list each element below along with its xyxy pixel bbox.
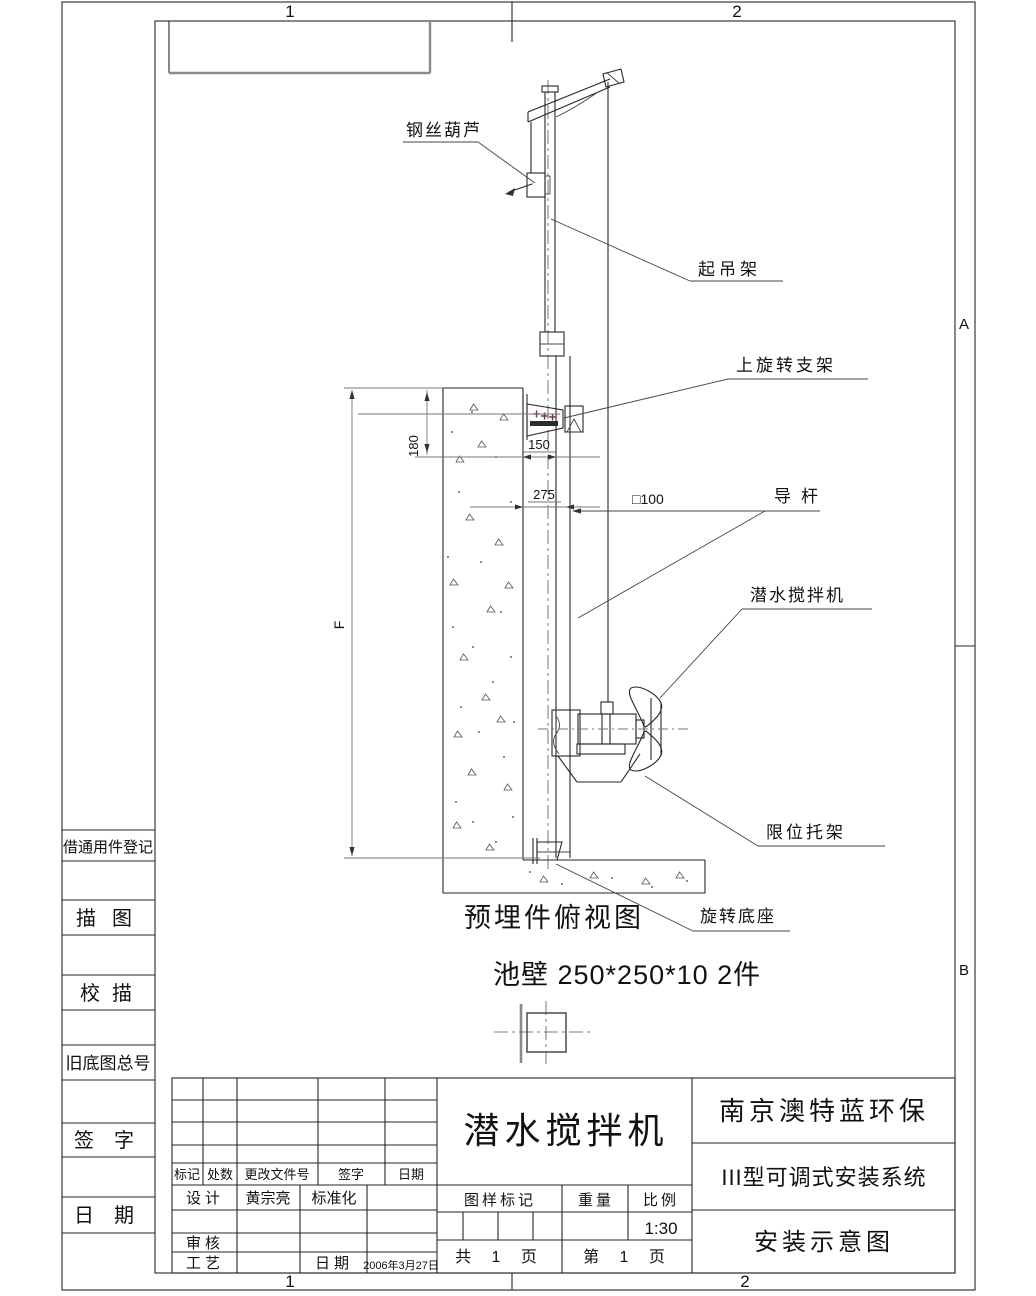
drawing-name: 安装示意图 bbox=[754, 1229, 894, 1256]
guide-rod bbox=[555, 356, 571, 858]
dim-square-100: □100 bbox=[632, 491, 664, 507]
dim-f: F bbox=[331, 621, 347, 630]
label-limit-bracket: 限位托架 bbox=[766, 823, 846, 842]
lifting-frame-mast bbox=[539, 85, 565, 357]
standardization-label: 标准化 bbox=[311, 1190, 356, 1207]
zone-right-a: A bbox=[959, 316, 969, 333]
dim-275: 275 bbox=[533, 487, 555, 502]
limit-support-bracket bbox=[557, 743, 641, 783]
wall-plate-note: 池壁 250*250*10 2件 bbox=[493, 960, 761, 990]
rotating-base bbox=[532, 838, 570, 864]
sidebar-item-borrowed-parts: 借通用件登记 bbox=[63, 839, 153, 856]
system-name: III型可调式安装系统 bbox=[721, 1165, 926, 1190]
zone-top-1: 1 bbox=[285, 2, 294, 21]
scale-value: 1:30 bbox=[644, 1219, 677, 1238]
zone-markers: 1 2 1 2 A B bbox=[285, 2, 969, 1291]
label-rotating-base: 旋转底座 bbox=[700, 907, 776, 926]
sidebar-item-old-drawing-no: 旧底图总号 bbox=[66, 1054, 151, 1073]
pool-wall bbox=[442, 387, 706, 894]
wire-hoist bbox=[505, 122, 551, 198]
sidebar: 借通用件登记 描图 校描 旧底图总号 签字 日期 bbox=[62, 829, 155, 1234]
sidebar-item-date: 日期 bbox=[74, 1205, 154, 1227]
product-title: 潜水搅拌机 bbox=[463, 1110, 668, 1151]
company-name: 南京澳特蓝环保 bbox=[719, 1096, 929, 1126]
upper-rotating-bracket bbox=[522, 394, 584, 440]
zone-right-b: B bbox=[959, 962, 969, 979]
sidebar-item-check-tracing: 校描 bbox=[80, 982, 144, 1005]
title-block: 标记 处数 更改文件号 签字 日期 设计 黄宗亮 标准化 审核 工艺 日期 20… bbox=[171, 1077, 956, 1274]
dim-150: 150 bbox=[528, 437, 550, 452]
rev-col-mark: 标记 bbox=[174, 1167, 200, 1182]
process-label: 工艺 bbox=[186, 1255, 224, 1272]
zone-top-2: 2 bbox=[732, 2, 741, 21]
zone-bottom-1: 1 bbox=[285, 1272, 294, 1291]
design-label: 设计 bbox=[186, 1190, 224, 1207]
dimension-lines: F 180 150 275 □100 bbox=[331, 387, 820, 859]
total-pages: 共 1 页 bbox=[455, 1248, 545, 1266]
rev-col-count: 处数 bbox=[207, 1167, 233, 1182]
label-lifting-frame: 起吊架 bbox=[698, 260, 761, 279]
embedded-plate-top-view bbox=[494, 1001, 590, 1064]
mixer-assembly bbox=[538, 686, 690, 772]
designer-name: 黄宗亮 bbox=[245, 1189, 290, 1207]
label-mixer: 潜水搅拌机 bbox=[750, 586, 845, 605]
date-label: 日期 bbox=[315, 1255, 353, 1272]
sidebar-item-tracing: 描图 bbox=[76, 907, 148, 930]
leader-labels: 钢丝葫芦 起吊架 上旋转支架 导杆 潜水搅拌机 限位托架 旋转底座 bbox=[403, 121, 885, 932]
crane-arm bbox=[527, 68, 625, 123]
scale-label: 比例 bbox=[643, 1192, 679, 1209]
label-upper-bracket: 上旋转支架 bbox=[736, 356, 836, 375]
review-label: 审核 bbox=[186, 1235, 224, 1252]
concrete-hatch bbox=[447, 403, 688, 888]
propeller-blade-upper bbox=[628, 686, 663, 728]
rev-col-date: 日期 bbox=[398, 1167, 424, 1182]
date-value: 2006年3月27日 bbox=[363, 1258, 439, 1272]
zone-bottom-2: 2 bbox=[740, 1272, 749, 1291]
top-view-title: 预埋件俯视图 bbox=[464, 903, 644, 933]
weight-label: 重量 bbox=[578, 1192, 614, 1209]
stage-mark-label: 图样标记 bbox=[464, 1192, 536, 1209]
dim-180: 180 bbox=[406, 435, 421, 457]
rev-col-signature: 签字 bbox=[338, 1167, 364, 1182]
label-wire-hoist: 钢丝葫芦 bbox=[406, 121, 482, 140]
rev-col-file-no: 更改文件号 bbox=[244, 1167, 309, 1182]
page-number: 第 1 页 bbox=[583, 1248, 673, 1266]
label-guide-rod: 导杆 bbox=[774, 487, 828, 506]
sidebar-item-signature: 签字 bbox=[74, 1129, 154, 1152]
propeller-blade-lower bbox=[628, 730, 663, 772]
top-left-box bbox=[168, 21, 432, 75]
